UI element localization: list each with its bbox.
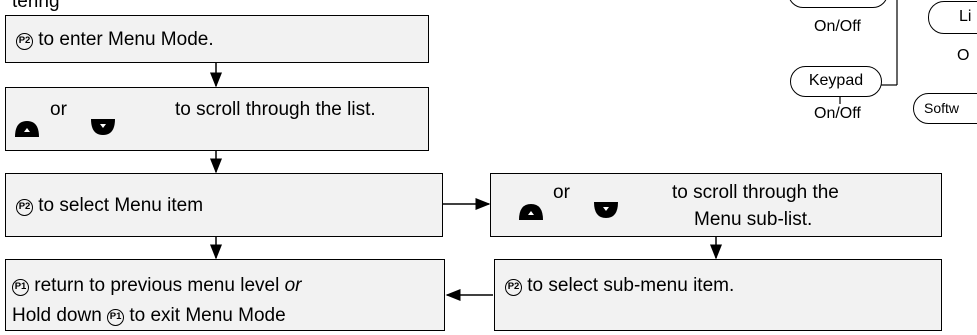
step-return-box: P1 return to previous menu level or Hold…: [5, 259, 445, 331]
step-enter-text: to enter Menu Mode.: [38, 29, 214, 50]
step-scroll-text: to scroll through the list.: [175, 99, 376, 120]
or-text: or: [50, 99, 67, 120]
menu-tree-software-pill: Softw: [913, 93, 977, 124]
step-enter-menu-box: P2 to enter Menu Mode.: [5, 15, 429, 63]
menu-tree-software-label: Softw: [924, 100, 960, 116]
menu-tree-top-pill: [788, 0, 888, 8]
step-return-line2-end-text: to exit Menu Mode: [129, 305, 286, 326]
menu-tree-light-onoff: O: [957, 47, 970, 64]
arrow-up-button-icon: [519, 204, 543, 220]
step-return-line1-text: return to previous menu level: [34, 275, 285, 296]
menu-tree-light-pill: Li: [928, 1, 977, 34]
step-subscroll-text-line1: to scroll through the: [672, 182, 839, 203]
arrow-down-button-icon: [594, 202, 618, 218]
p2-button-icon: P2: [16, 33, 33, 50]
step-select-text: to select Menu item: [38, 195, 204, 216]
step-subscroll-text-line2: Menu sub-list.: [694, 209, 813, 230]
or-text: or: [553, 182, 570, 203]
menu-tree-keypad-onoff: On/Off: [814, 105, 861, 122]
menu-tree-light-label: Li: [959, 8, 972, 25]
p2-button-icon: P2: [505, 279, 522, 296]
p1-button-icon: P1: [12, 279, 29, 296]
p1-button-icon: P1: [107, 309, 125, 326]
clipped-heading-text: tering: [12, 0, 60, 12]
step-scroll-box: or to scroll through the list.: [5, 87, 429, 151]
step-select-box: P2 to select Menu item: [5, 173, 443, 237]
arrow-up-button-icon: [15, 121, 39, 137]
step-return-line2-text: Hold down: [12, 305, 102, 326]
p2-button-icon: P2: [16, 199, 33, 216]
arrow-down-button-icon: [91, 119, 115, 135]
step-subscroll-box: or to scroll through the Menu sub-list.: [490, 173, 942, 237]
menu-tree-top-onoff: On/Off: [814, 18, 861, 35]
step-subselect-box: P2 to select sub-menu item.: [494, 259, 942, 331]
menu-tree-keypad-label: Keypad: [808, 72, 864, 89]
menu-tree-keypad-pill: Keypad: [790, 66, 882, 97]
step-subselect-text: to select sub-menu item.: [527, 275, 735, 296]
step-return-or-text: or: [284, 275, 302, 296]
